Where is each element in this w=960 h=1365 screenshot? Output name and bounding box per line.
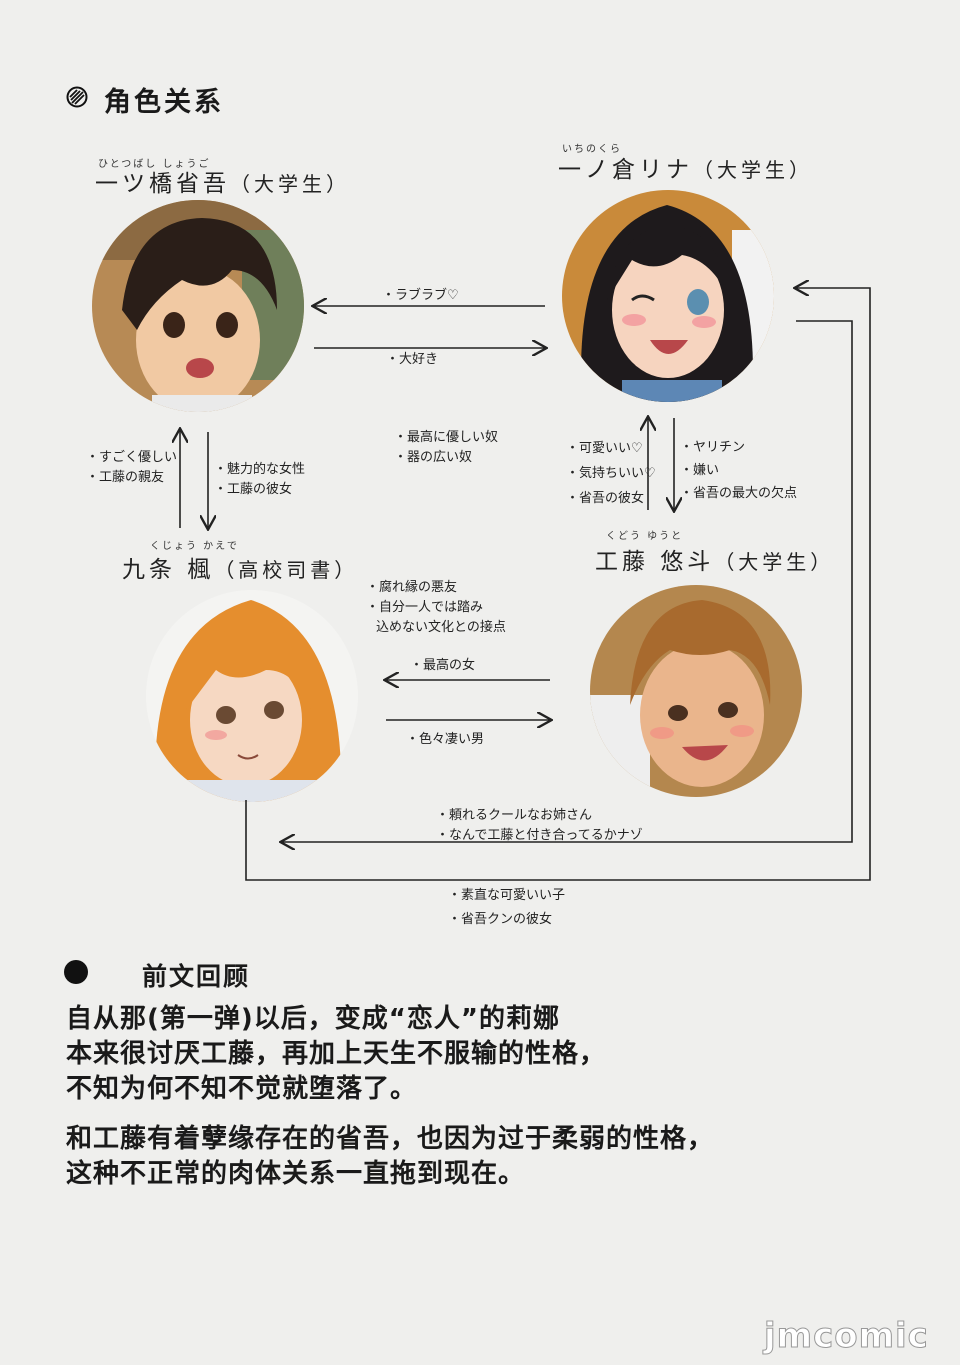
kudo-name: 工藤 悠斗（大学生） <box>595 542 834 576</box>
label-line: ・魅力的な女性 <box>214 462 306 477</box>
label-center: ・最高に優しい奴 ・器の広い奴 <box>394 428 498 468</box>
label-line: ・色々凄い男 <box>406 732 485 747</box>
label-line: ・嫌い <box>680 463 720 478</box>
shogo-name-text: 一ツ橋省吾 <box>95 171 230 197</box>
label-line: ・ヤリチン <box>680 440 746 455</box>
label-kaede-to-kudo: ・色々凄い男 <box>406 730 484 750</box>
recap-line: 这种不正常的肉体关系一直拖到现在。 <box>66 1159 526 1189</box>
label-rina-to-kaede: ・頼れるクールなお姉さん ・なんで工藤と付き合ってるかナゾ <box>436 806 643 846</box>
kaede-name: 九条 楓（高校司書） <box>122 550 358 584</box>
recap-paragraph-2: 和工藤有着孽缘存在的省吾，也因为过于柔弱的性格， 这种不正常的肉体关系一直拖到现… <box>66 1122 714 1192</box>
label-line: ・省吾の彼女 <box>566 491 645 506</box>
kaede-name-text: 九条 楓 <box>122 557 215 583</box>
kaede-ruby: くじょう かえで <box>150 541 239 552</box>
shogo-role: （大学生） <box>230 172 350 196</box>
recap-line: 本来很讨厌工藤，再加上天生不服输的性格， <box>66 1039 607 1069</box>
rina-name: 一ノ倉リナ（大学生） <box>558 150 813 184</box>
label-line: ・自分一人では踏み <box>366 600 484 615</box>
rina-portrait <box>562 190 774 402</box>
label-shogo-to-kaede: ・魅力的な女性 ・工藤の彼女 <box>214 460 305 500</box>
label-line: ・ラブラブ♡ <box>382 288 459 303</box>
label-rina-to-shogo: ・ラブラブ♡ <box>382 286 459 306</box>
label-line: ・省吾クンの彼女 <box>448 912 553 927</box>
recap-line: 自从那(第一弹)以后，变成“恋人”的莉娜 <box>66 1004 560 1034</box>
label-line: ・最高の女 <box>410 658 476 673</box>
label-kudo-to-kaede: ・最高の女 <box>410 656 475 676</box>
label-kudo-to-rina: ・可愛いい♡ ・気持ちいい♡ ・省吾の彼女 <box>566 436 656 511</box>
kudo-name-text: 工藤 悠斗 <box>595 549 715 575</box>
arrow-rina-to-kaede <box>282 320 853 842</box>
kudo-role: （大学生） <box>714 550 835 574</box>
label-line: ・腐れ縁の悪友 <box>366 580 458 595</box>
label-line: ・工藤の彼女 <box>214 482 293 497</box>
recap-title: 前文回顾 <box>142 962 251 991</box>
label-line: ・器の広い奴 <box>394 450 473 465</box>
label-kaede-to-rina: ・素直な可愛いい子 ・省吾クンの彼女 <box>448 884 565 932</box>
label-line: ・素直な可愛いい子 <box>448 888 566 903</box>
label-line: ・すごく優しい <box>86 450 178 465</box>
label-line: ・省吾の最大の欠点 <box>680 486 798 501</box>
relation-arrows <box>0 0 871 881</box>
rina-ruby: いちのくら <box>562 144 622 155</box>
shogo-name: 一ツ橋省吾（大学生） <box>95 164 350 198</box>
label-line: ・工藤の親友 <box>86 470 165 485</box>
black-dot-icon <box>64 960 88 984</box>
label-kaede-note: ・腐れ縁の悪友 ・自分一人では踏み 込めない文化との接点 <box>366 578 506 638</box>
label-kaede-to-shogo: ・すごく優しい ・工藤の親友 <box>86 448 177 488</box>
recap-line: 和工藤有着孽缘存在的省吾，也因为过于柔弱的性格， <box>66 1124 715 1154</box>
label-line: ・最高に優しい奴 <box>394 430 499 445</box>
kaede-role: （高校司書） <box>214 558 359 582</box>
label-line: ・なんで工藤と付き合ってるかナゾ <box>436 828 643 843</box>
recap-paragraph-1: 自从那(第一弹)以后，变成“恋人”的莉娜 本来很讨厌工藤，再加上天生不服输的性格… <box>66 1002 606 1107</box>
rina-name-text: 一ノ倉リナ <box>558 157 693 183</box>
shogo-ruby: ひとつばし しょうご <box>98 159 211 170</box>
label-shogo-to-rina: ・大好き <box>386 350 438 370</box>
label-line: ・頼れるクールなお姉さん <box>436 808 593 823</box>
recap-line: 不知为何不知不觉就堕落了。 <box>66 1074 418 1104</box>
shogo-portrait <box>92 200 304 412</box>
page-title: 角色关系 <box>104 87 224 118</box>
kudo-ruby: くどう ゆうと <box>606 531 684 542</box>
title-bullet-icon <box>66 86 88 108</box>
watermark-logo: jmcomic <box>764 1316 929 1357</box>
arrow-kaede-to-rina <box>245 288 871 881</box>
label-line: ・気持ちいい♡ <box>566 466 656 481</box>
label-line: ・可愛いい♡ <box>566 441 643 456</box>
rina-role: （大学生） <box>693 158 813 182</box>
label-line: 込めない文化との接点 <box>376 620 506 635</box>
label-line: ・大好き <box>386 352 439 367</box>
label-rina-to-kudo: ・ヤリチン ・嫌い ・省吾の最大の欠点 <box>680 436 797 505</box>
